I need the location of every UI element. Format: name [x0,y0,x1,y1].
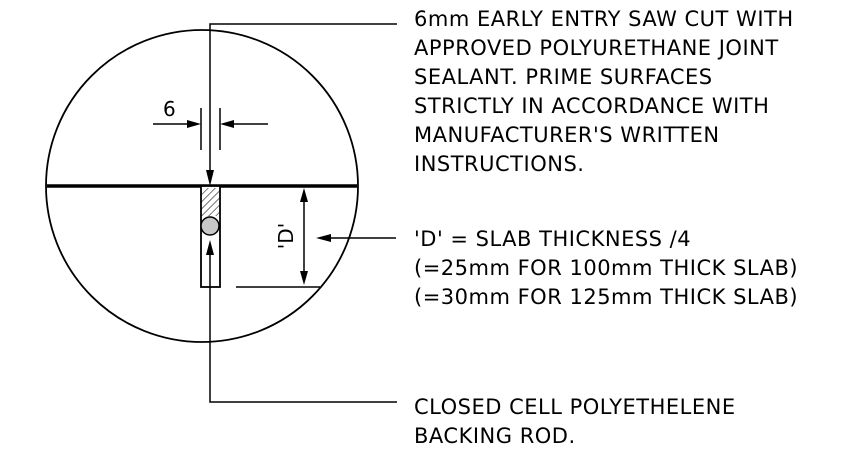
backing-rod [200,216,220,236]
depth-note-line: (=25mm FOR 100mm THICK SLAB) [414,256,799,280]
backing-rod-leader [209,250,397,403]
width-arrowhead-left [187,120,201,128]
saw-cut-leader [209,23,397,178]
width-dim-label: 6 [163,97,176,121]
depth-arrowhead-bottom [300,271,308,285]
depth-note-line: (=30mm FOR 125mm THICK SLAB) [414,285,799,309]
saw-cut-note-line: INSTRUCTIONS. [414,152,585,176]
saw-cut-note-line: SEALANT. PRIME SURFACES [414,65,713,89]
saw-cut-note-line: STRICTLY IN ACCORDANCE WITH [414,94,770,118]
saw-cut-note: 6mm EARLY ENTRY SAW CUT WITH APPROVED PO… [414,5,794,179]
depth-note: 'D' = SLAB THICKNESS /4 (=25mm FOR 100mm… [414,225,798,312]
backing-rod-note-line: CLOSED CELL POLYETHELENE [414,395,736,419]
saw-cut-note-line: APPROVED POLYURETHANE JOINT [414,36,779,60]
saw-cut-note-line: 6mm EARLY ENTRY SAW CUT WITH [414,7,794,31]
width-arrowhead-right [220,120,234,128]
saw-cut-note-line: MANUFACTURER'S WRITTEN [414,123,720,147]
sealant-fill [201,188,220,216]
detail-circle [45,29,359,343]
backing-rod-note: CLOSED CELL POLYETHELENE BACKING ROD. [414,393,736,451]
backing-rod-note-line: BACKING ROD. [414,424,576,448]
depth-leader-arrowhead [316,234,331,242]
saw-cut-leader-arrowhead [206,170,214,186]
backing-rod-leader-arrowhead [206,240,214,255]
depth-note-line: 'D' = SLAB THICKNESS /4 [414,227,692,251]
depth-arrowhead-top [300,188,308,202]
depth-dim-label: 'D' [274,223,298,249]
